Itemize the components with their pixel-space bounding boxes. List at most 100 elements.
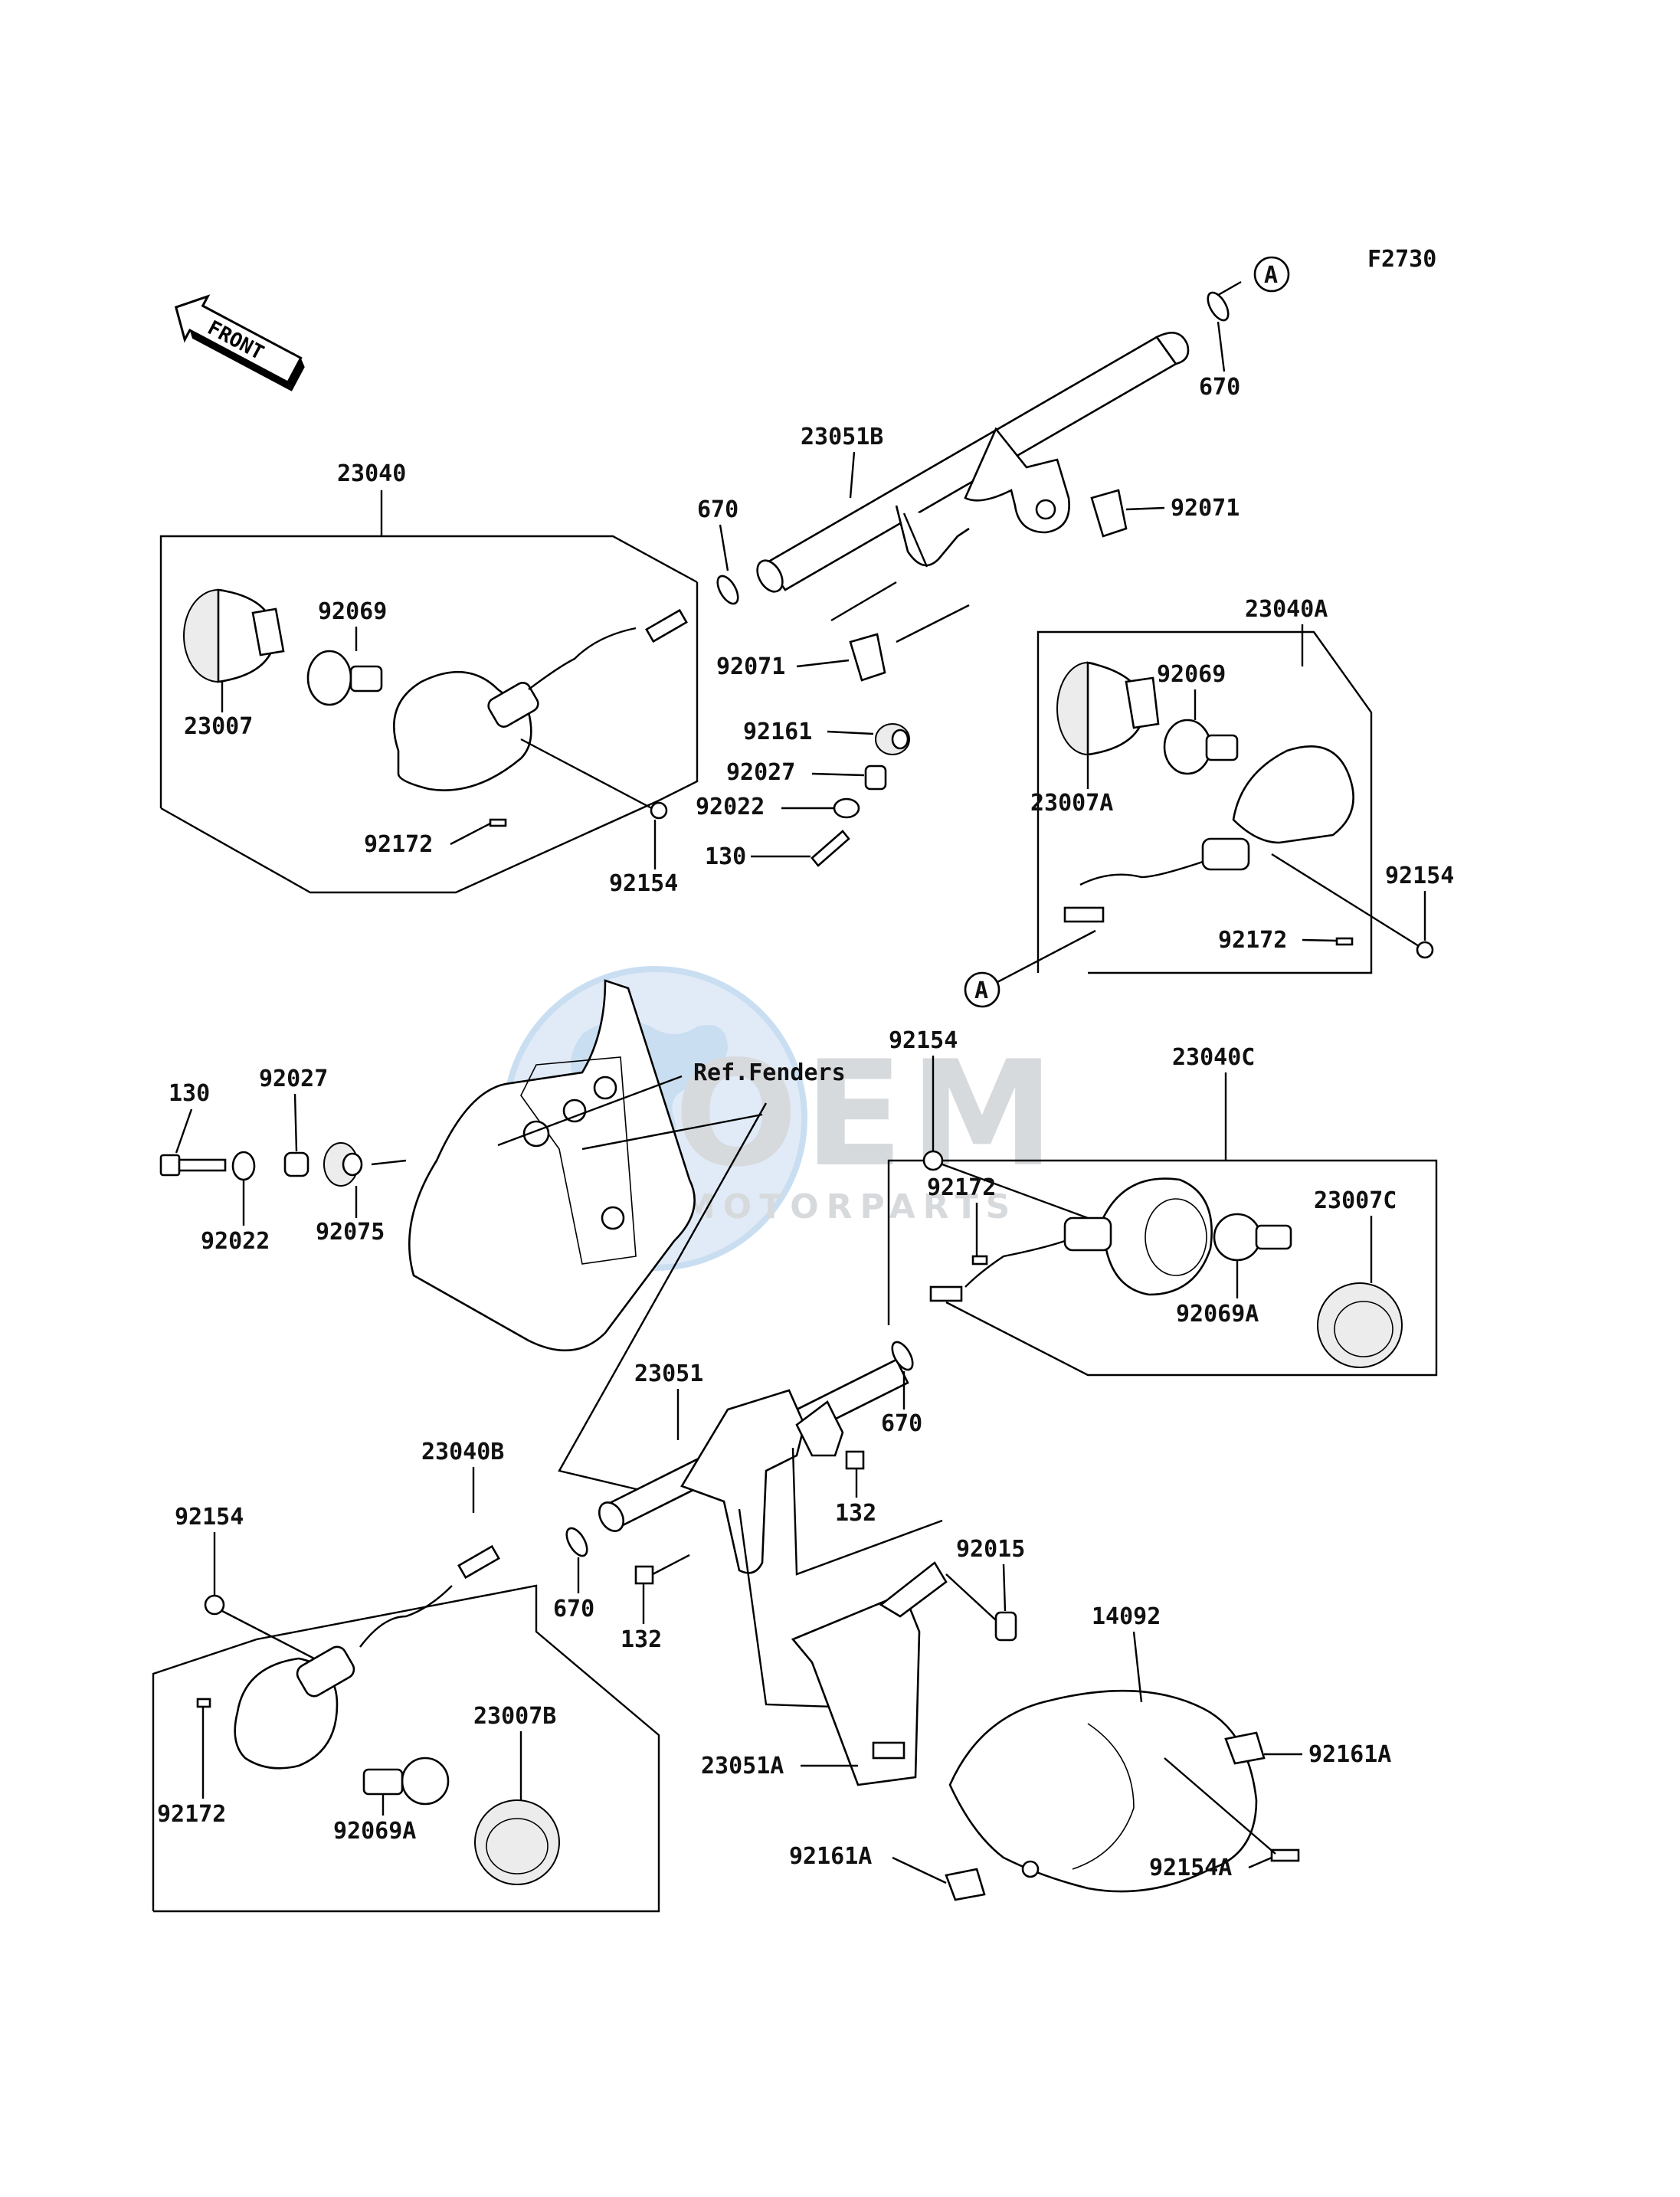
label-23040a: 23040A [1245,596,1328,623]
label-92154-rear-left: 92154 [175,1504,244,1531]
watermark-logo-letters: OEM [674,1030,1060,1199]
screw-92154a [1270,1848,1300,1862]
label-23051: 23051 [634,1360,703,1387]
rear-stay-bracket [598,1358,909,1574]
label-23007c: 23007C [1314,1187,1397,1214]
assembly-box-23040 [159,535,698,808]
label-92015: 92015 [956,1536,1025,1563]
label-132-left: 132 [621,1626,662,1653]
lens-23007a [1056,661,1160,756]
label-92154-rear-right: 92154 [889,1027,958,1054]
rear-fender [408,979,696,1352]
washer-92022-lower [231,1151,256,1181]
label-130-lower: 130 [169,1080,210,1107]
lens-23007b [474,1799,560,1885]
grommet-92075 [323,1142,363,1187]
front-stay-tube [756,332,1190,593]
housing-23040c [929,1177,1213,1302]
bolt-132-right [845,1450,865,1470]
label-92154-right: 92154 [1385,863,1454,889]
label-132-right: 132 [835,1500,876,1527]
o-ring-670-upper [1207,291,1230,322]
screw-92172-left [489,818,507,827]
labels: 23040 23051B 670 670 92071 92071 92069 2… [157,321,1454,1884]
label-92069: 92069 [318,598,387,625]
license-bracket [791,1561,948,1786]
lens-23007c [1317,1282,1403,1368]
label-92154a: 92154A [1149,1855,1232,1881]
bulb-92069a-left [362,1757,450,1806]
label-ref-fenders: Ref.Fenders [693,1059,846,1086]
damper-92015 [994,1611,1017,1642]
screw-92154-left [650,801,668,820]
assembly-box-23040c [887,1159,1438,1377]
label-670-upper: 670 [1199,374,1240,401]
assembly-box-23040b [152,1584,660,1913]
o-ring-670-lower-right [891,1341,914,1371]
figure-code: F2730 [1367,246,1436,273]
connector-marker-top: A [1253,256,1290,293]
grommet-92071-lower [849,633,886,682]
bolt-130-lower [159,1154,227,1177]
watermark-text: MOTORPARTS [682,1187,1017,1226]
label-92161a-upper: 92161A [1308,1741,1391,1768]
o-ring-670-left [716,575,739,605]
label-23040b: 23040B [421,1439,504,1465]
label-92022-upper: 92022 [696,794,765,820]
label-23040c: 23040C [1172,1044,1255,1071]
collar-92027-upper [864,765,887,791]
damper-92161 [875,723,910,755]
label-92069-right: 92069 [1157,661,1226,688]
screw-92154-rear-right [922,1150,944,1171]
bulb-92069a-right [1213,1213,1292,1262]
housing-23040 [392,608,688,791]
screw-92154-right [1416,941,1434,959]
label-92069a-left: 92069A [333,1818,416,1845]
label-92071-upper: 92071 [1171,495,1240,522]
label-92172-left: 92172 [364,831,433,858]
housing-23040a [1063,745,1354,923]
label-92172-right: 92172 [1218,927,1287,954]
bulb-92069-right [1163,719,1239,775]
svg-text:A: A [1264,262,1278,289]
damper-92161a-lower [945,1868,986,1901]
connector-marker-bottom: A [964,971,1000,1008]
label-92071-lower: 92071 [716,653,785,680]
label-92172-rear-left: 92172 [157,1801,226,1828]
o-ring-670-lower-left [565,1527,588,1557]
label-23007a: 23007A [1030,790,1113,817]
label-92154-left: 92154 [609,870,678,897]
assembly-box-23040a [1036,630,1373,974]
label-23007: 23007 [184,713,253,740]
screw-92172-rear-right [971,1255,988,1265]
label-92022-lower: 92022 [201,1228,270,1255]
front-arrow-icon: FRONT [174,294,305,391]
bolt-130-upper [811,830,850,867]
housing-23040b [234,1544,500,1770]
label-23007b: 23007B [473,1703,556,1730]
screw-92172-right [1335,937,1354,946]
label-92027-lower: 92027 [259,1066,328,1092]
label-670-lower-right: 670 [881,1410,922,1437]
label-92027-upper: 92027 [726,759,795,786]
label-92161: 92161 [743,719,812,745]
screw-92154-rear-left [204,1594,225,1616]
damper-92161a-upper [1224,1731,1266,1765]
label-23051a: 23051A [701,1753,784,1780]
label-92075: 92075 [316,1219,385,1246]
collar-92027-lower [283,1151,309,1177]
bulb-92069 [306,650,383,706]
lens-23007 [183,588,285,683]
label-92069a-right: 92069A [1176,1301,1259,1328]
label-23051b: 23051B [801,424,883,450]
fender-cover [948,1689,1258,1893]
label-23040: 23040 [337,460,406,487]
screw-92172-rear-left [196,1698,211,1708]
label-92161a-lower: 92161A [789,1843,872,1870]
label-670-lower-left: 670 [553,1596,594,1622]
label-92172-rear-right: 92172 [927,1174,996,1201]
svg-text:A: A [974,977,988,1004]
grommet-92071-upper [1090,489,1128,538]
bolt-132-left [634,1565,654,1585]
label-130-upper: 130 [705,843,746,870]
